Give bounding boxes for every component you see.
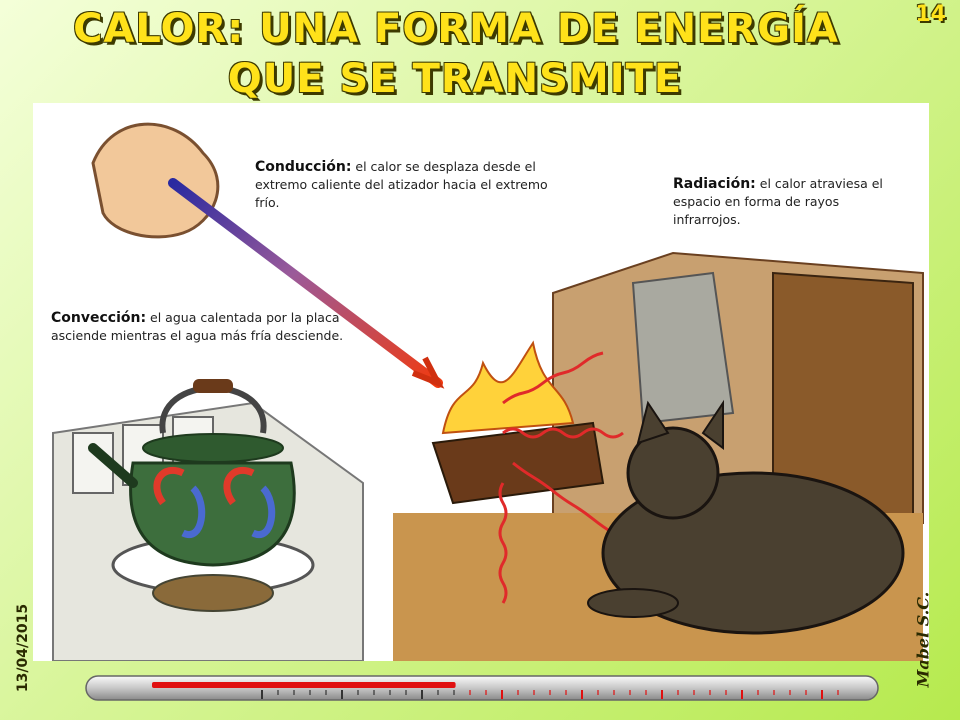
title-line-2: QUE SE TRANSMITE (227, 56, 683, 102)
kettle (88, 379, 296, 567)
footer-author: Mabel S.C. (913, 591, 933, 688)
page-number: 14 (915, 2, 946, 27)
footer-date: 13/04/2015 (15, 603, 31, 693)
illustration-panel: Conducción: el calor se desplaza desde e… (33, 103, 929, 661)
text-conveccion: el agua calentada por la placa asciende … (51, 310, 344, 343)
caption-radiacion: Radiación: el calor atraviesa el espacio… (673, 175, 903, 229)
title-line-1: CALOR: UNA FORMA DE ENERGÍA (73, 6, 839, 52)
heat-transfer-illustration (52, 122, 924, 661)
radiation-rays (498, 351, 624, 604)
thermometer-mercury (152, 682, 456, 688)
term-radiacion: Radiación: (673, 176, 756, 192)
caption-conveccion: Convección: el agua calentada por la pla… (51, 309, 351, 345)
term-conduccion: Conducción: (255, 159, 352, 175)
thermometer-ticks (261, 690, 839, 699)
text-conduccion: el calor se desplaza desde el extremo ca… (255, 159, 548, 210)
text-radiacion: el calor atraviesa el espacio en forma d… (673, 176, 883, 227)
term-conveccion: Convección: (51, 310, 147, 326)
thermometer-bar (85, 675, 879, 701)
caption-conduccion: Conducción: el calor se desplaza desde e… (255, 158, 555, 212)
hand-with-poker (91, 122, 445, 389)
cat (587, 399, 905, 635)
